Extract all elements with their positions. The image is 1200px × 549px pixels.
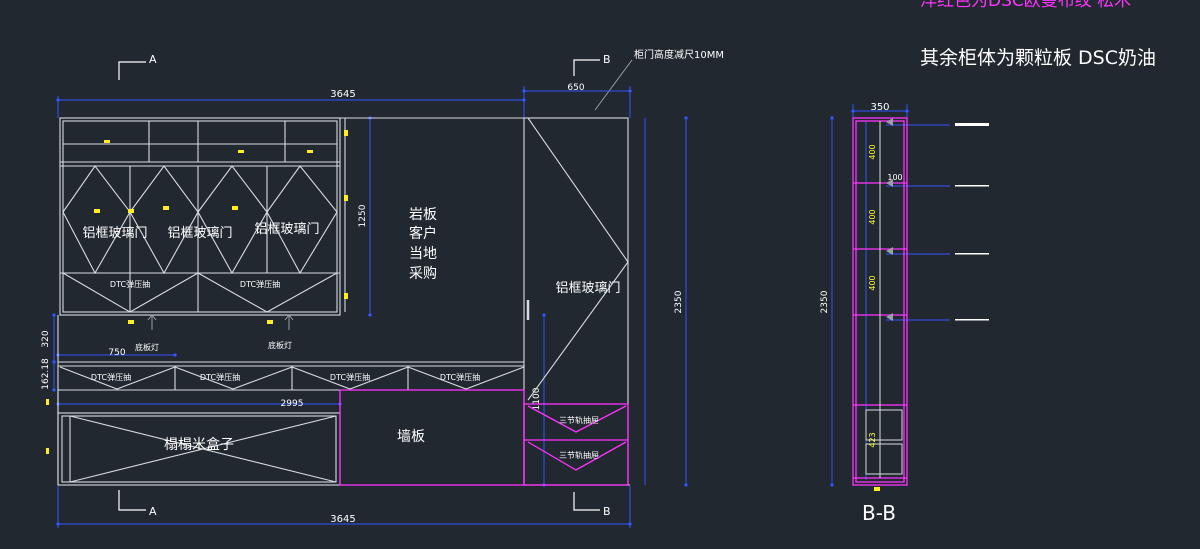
section-a-bottom-label: A: [149, 505, 157, 518]
section-mark-a-top: [118, 61, 146, 80]
dim-side-h4: 423: [868, 432, 877, 447]
side-arrow-marks: [886, 118, 893, 321]
dim-side-h2: 400: [868, 209, 877, 224]
dim-gap-320: 320: [41, 330, 51, 347]
note-body-material: 其余柜体为颗粒板 DSC奶油: [920, 47, 1156, 69]
dim-side-total-height: 2350: [820, 290, 830, 313]
label-rail-1: 三节轨抽屉: [559, 415, 599, 425]
section-b-bottom-label: B: [603, 505, 611, 518]
label-dtc-1: DTC弹压抽: [110, 279, 150, 289]
door-height-note: 柜门高度减尺10MM: [634, 48, 724, 61]
label-door-1: 铝框玻璃门: [82, 226, 147, 241]
section-a-top-label: A: [149, 53, 157, 66]
label-dtc-low-2: DTC弹压抽: [200, 372, 240, 382]
side-callout-ticks: [955, 123, 989, 321]
dim-drawer-162: 162.18: [41, 358, 51, 390]
label-tatami: 榻榻米盒子: [164, 436, 234, 453]
dim-right-unit-width: 650: [567, 83, 584, 93]
dim-side-h3: 400: [868, 275, 877, 290]
dim-lower-height: 1100: [532, 387, 542, 410]
label-dtc-low-3: DTC弹压抽: [330, 372, 370, 382]
dim-side-shelf: 100: [887, 173, 902, 182]
label-rail-2: 三节轨抽屉: [559, 450, 599, 460]
section-mark-b-top: [573, 59, 600, 76]
section-title-bb: B-B: [862, 501, 896, 525]
label-door-2: 铝框玻璃门: [167, 226, 232, 241]
label-door-3: 铝框玻璃门: [254, 222, 319, 237]
side-dimension-lines: [830, 104, 950, 487]
magenta-parts: [339, 389, 629, 486]
dim-side-width: 350: [870, 102, 889, 113]
label-lamp-2: 底板灯: [268, 340, 292, 350]
section-b-top-label: B: [603, 53, 611, 66]
note-leader: [594, 59, 633, 111]
dim-shelf-width: 750: [108, 348, 125, 358]
label-door-right: 铝框玻璃门: [555, 281, 620, 296]
dim-total-width-bottom: 3645: [330, 514, 355, 525]
lamp-arrows: [147, 314, 294, 330]
label-slab-3: 当地: [409, 246, 437, 262]
side-section-detail: [865, 121, 903, 478]
label-slab-2: 客户: [409, 225, 437, 242]
yellow-markers: [46, 130, 880, 491]
dim-total-height: 2350: [674, 290, 684, 313]
label-wall-panel: 墙板: [397, 429, 425, 445]
label-dtc-low-1: DTC弹压抽: [91, 372, 131, 382]
label-slab-1: 岩板: [409, 207, 437, 223]
dimension-lines: [52, 86, 688, 528]
dim-side-h1: 400: [868, 144, 877, 159]
section-mark-a-bottom: [118, 490, 146, 511]
note-magenta: 洋红色为DSC欧曼布纹 松木: [920, 0, 1131, 11]
label-dtc-2: DTC弹压抽: [240, 279, 280, 289]
label-dtc-low-4: DTC弹压抽: [440, 372, 480, 382]
dim-upper-height: 1250: [358, 204, 368, 227]
section-mark-b-bottom: [573, 492, 600, 511]
dim-counter-width: 2995: [281, 399, 304, 409]
label-lamp-1: 底板灯: [135, 342, 159, 352]
label-slab-4: 采购: [409, 266, 437, 282]
dim-total-width-top: 3645: [330, 89, 355, 100]
